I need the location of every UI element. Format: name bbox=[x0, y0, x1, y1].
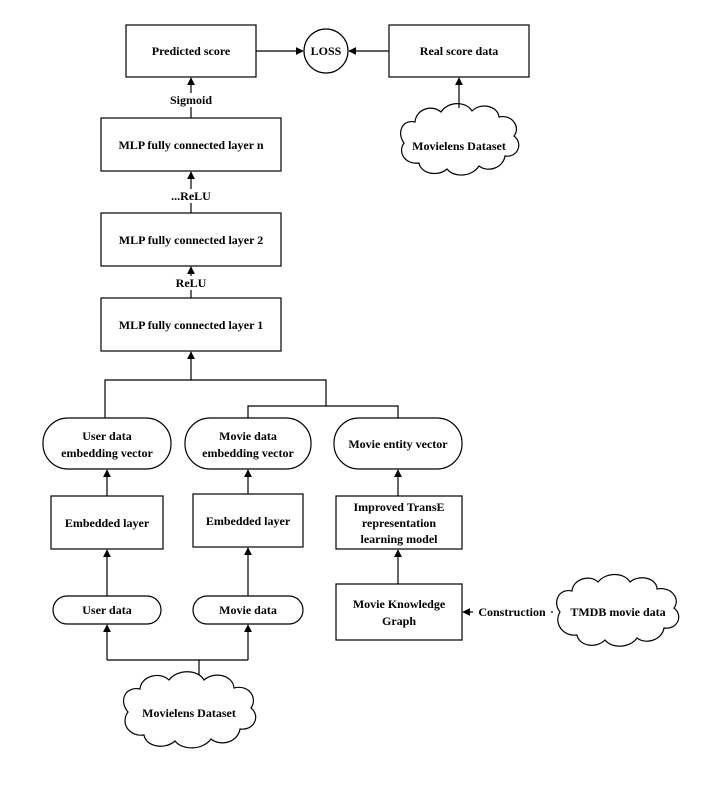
predicted-score-label: Predicted score bbox=[152, 44, 231, 58]
embedded-layer-user-label: Embedded layer bbox=[65, 516, 150, 530]
movie-embedding-vector-node: Movie data embedding vector bbox=[184, 417, 312, 470]
mlp-layer-1-node: MLP fully connected layer 1 bbox=[100, 297, 282, 352]
predicted-score-node: Predicted score bbox=[125, 24, 257, 78]
movie-entity-vector-label: Movie entity vector bbox=[348, 437, 448, 451]
movie-embedding-line2: embedding vector bbox=[202, 446, 294, 460]
loss-label: LOSS bbox=[311, 44, 342, 58]
movielens-dataset-top-label: Movielens Dataset bbox=[412, 139, 506, 153]
embedded-layer-movie-node: Embedded layer bbox=[192, 493, 304, 548]
transe-model-node: Improved TransE representation learning … bbox=[335, 495, 463, 550]
tmdb-movie-data-label: TMDB movie data bbox=[570, 605, 665, 619]
transe-line2: representation bbox=[362, 516, 437, 530]
relu-label: ReLU bbox=[176, 276, 207, 290]
user-embedding-line1: User data bbox=[82, 429, 131, 443]
user-embedding-vector-node: User data embedding vector bbox=[42, 417, 172, 470]
relu-dots-label: ...ReLU bbox=[171, 189, 211, 203]
mlp-layer-2-label: MLP fully connected layer 2 bbox=[119, 233, 263, 247]
loss-node: LOSS bbox=[303, 28, 349, 74]
user-embedding-line2: embedding vector bbox=[61, 446, 153, 460]
transe-line3: learning model bbox=[361, 532, 439, 546]
bottom-split-connector bbox=[103, 624, 252, 680]
movielens-dataset-bottom-label: Movielens Dataset bbox=[142, 706, 236, 720]
tmdb-movie-data-cloud: TMDB movie data bbox=[556, 573, 680, 647]
embedded-layer-user-node: Embedded layer bbox=[50, 495, 164, 550]
movie-data-label: Movie data bbox=[219, 603, 277, 617]
mlp-layer-2-node: MLP fully connected layer 2 bbox=[100, 212, 282, 267]
merge-connector bbox=[104, 351, 399, 418]
construction-label: Construction bbox=[478, 605, 546, 619]
mlp-layer-n-label: MLP fully connected layer n bbox=[118, 138, 263, 152]
user-data-node: User data bbox=[52, 595, 162, 625]
movielens-dataset-top-cloud: Movielens Dataset bbox=[400, 103, 520, 176]
real-score-data-label: Real score data bbox=[420, 44, 498, 58]
kg-line2: Graph bbox=[382, 614, 416, 628]
mlp-layer-1-label: MLP fully connected layer 1 bbox=[119, 318, 263, 332]
movie-entity-vector-node: Movie entity vector bbox=[333, 417, 463, 470]
movie-knowledge-graph-node: Movie Knowledge Graph bbox=[335, 583, 463, 641]
sigmoid-label: Sigmoid bbox=[170, 93, 212, 107]
embedded-layer-movie-label: Embedded layer bbox=[206, 514, 291, 528]
real-score-data-node: Real score data bbox=[388, 24, 530, 78]
user-data-label: User data bbox=[82, 603, 131, 617]
mlp-layer-n-node: MLP fully connected layer n bbox=[100, 117, 282, 172]
movie-embedding-line1: Movie data bbox=[219, 429, 277, 443]
kg-line1: Movie Knowledge bbox=[353, 597, 446, 611]
movie-data-node: Movie data bbox=[192, 595, 304, 625]
transe-line1: Improved TransE bbox=[353, 500, 444, 514]
movielens-dataset-bottom-cloud: Movielens Dataset bbox=[123, 671, 257, 749]
